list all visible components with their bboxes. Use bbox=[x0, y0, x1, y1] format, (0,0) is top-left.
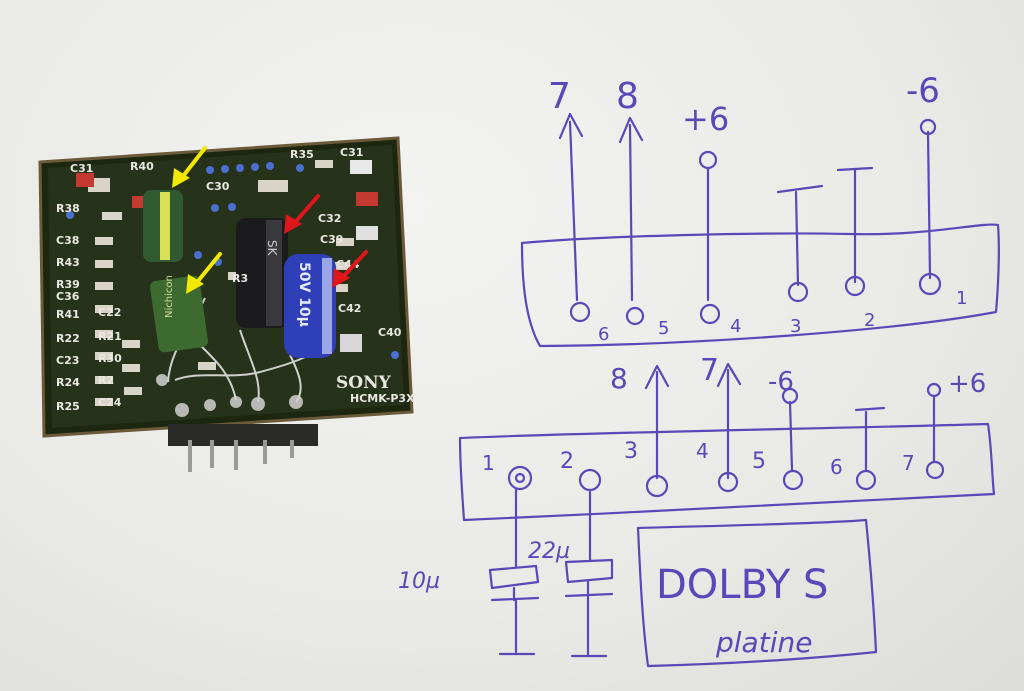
top-pin-5: 5 bbox=[658, 318, 669, 339]
yellow-arrow-icon bbox=[186, 252, 222, 294]
vias bbox=[66, 162, 399, 359]
silk-c36: C36 bbox=[56, 290, 80, 303]
bottom-pin-6: 6 bbox=[830, 455, 843, 479]
yellow-arrow-icon bbox=[172, 146, 207, 188]
bottom-signal-7: 7 bbox=[700, 353, 719, 388]
silk-r39: R39 bbox=[56, 278, 80, 291]
smd-parts bbox=[88, 160, 354, 406]
top-signal-7: 7 bbox=[548, 76, 571, 117]
cap-blue-label: 50V 10µ bbox=[296, 262, 312, 327]
cap-blue: 50V 10µ bbox=[284, 254, 336, 358]
silk-c32: C32 bbox=[318, 212, 341, 225]
silk-r22: R22 bbox=[56, 332, 80, 345]
bottom-signal-8: 8 bbox=[610, 362, 628, 395]
dolby-title: DOLBY S bbox=[656, 562, 828, 608]
cap-black: SK bbox=[236, 218, 288, 328]
cap-green-small: Nichicon bbox=[150, 275, 208, 353]
silk-r43: R43 bbox=[56, 256, 80, 269]
bottom-signal-minus6: -6 bbox=[768, 367, 794, 397]
silk-c40: C40 bbox=[378, 326, 402, 339]
brand-logo: SONY bbox=[336, 373, 392, 393]
silk-r21: R21 bbox=[98, 330, 122, 343]
upper-pin-circles bbox=[569, 272, 942, 326]
silk-c31: C31 bbox=[340, 146, 363, 159]
silk-r2: R2 bbox=[98, 374, 114, 387]
silk-r3: R3 bbox=[232, 272, 248, 285]
silk-c39: C39 bbox=[320, 233, 343, 246]
dolby-subtitle: platine bbox=[715, 626, 812, 659]
cap-label-10u: 10µ bbox=[398, 569, 440, 594]
pcb-board: Nichicon SK 50V 10µ C31 R40 R35 C30 C31 … bbox=[38, 136, 415, 472]
silk-c30: C30 bbox=[206, 180, 230, 193]
silk-r40: R40 bbox=[130, 160, 154, 173]
hand-diagram: 7 8 +6 -6 6 5 4 3 2 1 8 bbox=[398, 71, 1000, 668]
top-pin-2: 2 bbox=[864, 310, 875, 331]
silk-r41: R41 bbox=[56, 308, 80, 321]
solder-joints bbox=[156, 374, 303, 417]
cap-black-label: SK bbox=[265, 240, 279, 257]
top-pin-1: 1 bbox=[956, 288, 967, 309]
silk-c23: C23 bbox=[56, 354, 79, 367]
silk-r24: R24 bbox=[56, 376, 80, 389]
dolby-box bbox=[636, 518, 878, 668]
bottom-pin-5: 5 bbox=[752, 449, 766, 474]
silk-r25: R25 bbox=[56, 400, 80, 413]
bottom-pin-3: 3 bbox=[624, 439, 638, 464]
top-pin-6: 6 bbox=[598, 324, 609, 345]
silk-c22: C22 bbox=[98, 306, 121, 319]
silk-c24: C24 bbox=[98, 396, 122, 409]
top-signal-plus6: +6 bbox=[682, 100, 729, 138]
bottom-pin-2: 2 bbox=[560, 449, 574, 474]
lower-pin-circles bbox=[507, 460, 945, 498]
silk-r30: R30 bbox=[98, 352, 122, 365]
bottom-signal-plus6: +6 bbox=[948, 369, 986, 399]
silk-c31b: C31 bbox=[70, 162, 93, 175]
red-arrows bbox=[284, 194, 368, 288]
top-signal-8: 8 bbox=[616, 76, 639, 117]
top-signal-minus6: -6 bbox=[906, 71, 940, 111]
header-pins bbox=[168, 424, 318, 472]
silk-c42: C42 bbox=[338, 302, 361, 315]
top-pin-3: 3 bbox=[790, 316, 801, 337]
cap-label-22u: 22µ bbox=[528, 539, 570, 564]
bottom-pin-7: 7 bbox=[902, 451, 915, 475]
bottom-pin-4: 4 bbox=[696, 439, 709, 463]
silk-r38: R38 bbox=[56, 202, 80, 215]
bottom-pin-1: 1 bbox=[482, 451, 495, 475]
cap-green-large bbox=[143, 190, 183, 262]
red-arrow-icon bbox=[332, 250, 368, 288]
top-pin-4: 4 bbox=[730, 316, 741, 337]
silkscreen-labels: C31 R40 R35 C30 C31 C32 C39 R38 C38 R43 … bbox=[56, 146, 415, 413]
model-label: HCMK-P3X bbox=[350, 392, 415, 405]
silk-c38: C38 bbox=[56, 234, 79, 247]
lower-connector-box bbox=[458, 422, 996, 522]
silk-r35: R35 bbox=[290, 148, 314, 161]
yellow-arrows bbox=[172, 146, 222, 294]
cap-green-label: Nichicon bbox=[164, 275, 175, 318]
upper-connector-box bbox=[520, 223, 1000, 348]
red-arrow-icon bbox=[284, 194, 320, 234]
